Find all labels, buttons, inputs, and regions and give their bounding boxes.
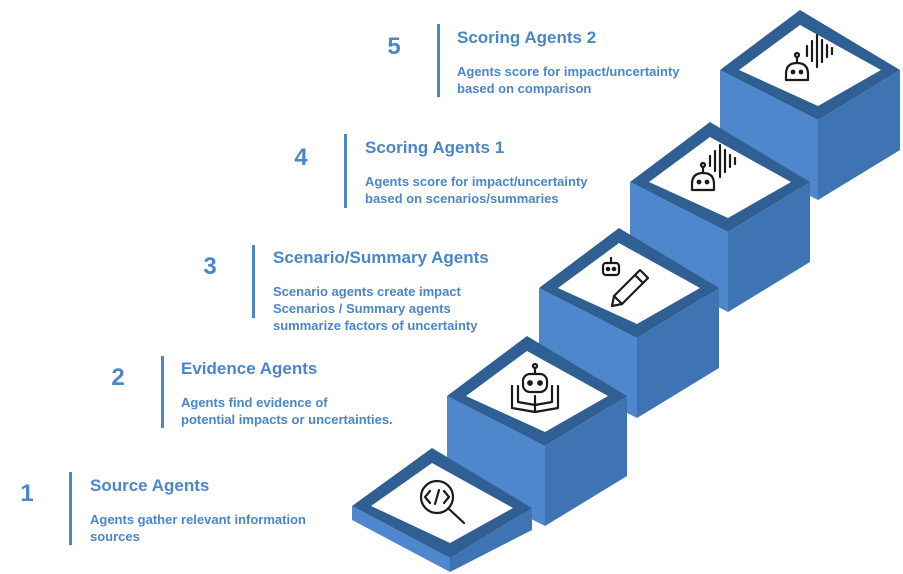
step-1-number: 1 [20,480,34,507]
stair-step-5 [720,10,900,200]
code-search-icon [419,479,466,525]
step-4-title: Scoring Agents 1 [365,138,505,157]
stair-step-1 [352,448,532,572]
step-3-number: 3 [203,253,217,280]
robot-book-icon [510,362,560,414]
step-2-title: Evidence Agents [181,359,318,378]
step-2-number: 2 [111,364,125,391]
step-4-bar [344,134,347,208]
stair-step-3 [539,228,719,418]
robot-pencil-icon [601,256,650,308]
step-5-bar [437,24,440,97]
step-5-title: Scoring Agents 2 [457,28,597,47]
step-1-bar [69,472,72,545]
step-3-bar [252,245,255,318]
step-3-title: Scenario/Summary Agents [273,248,489,267]
step-1-title: Source Agents [90,476,210,495]
robot-voice-icon [690,143,737,192]
step-5-number: 5 [387,33,401,60]
step-4-number: 4 [294,144,308,171]
robot-voice-icon [784,33,834,82]
step-2-bar [161,356,164,428]
